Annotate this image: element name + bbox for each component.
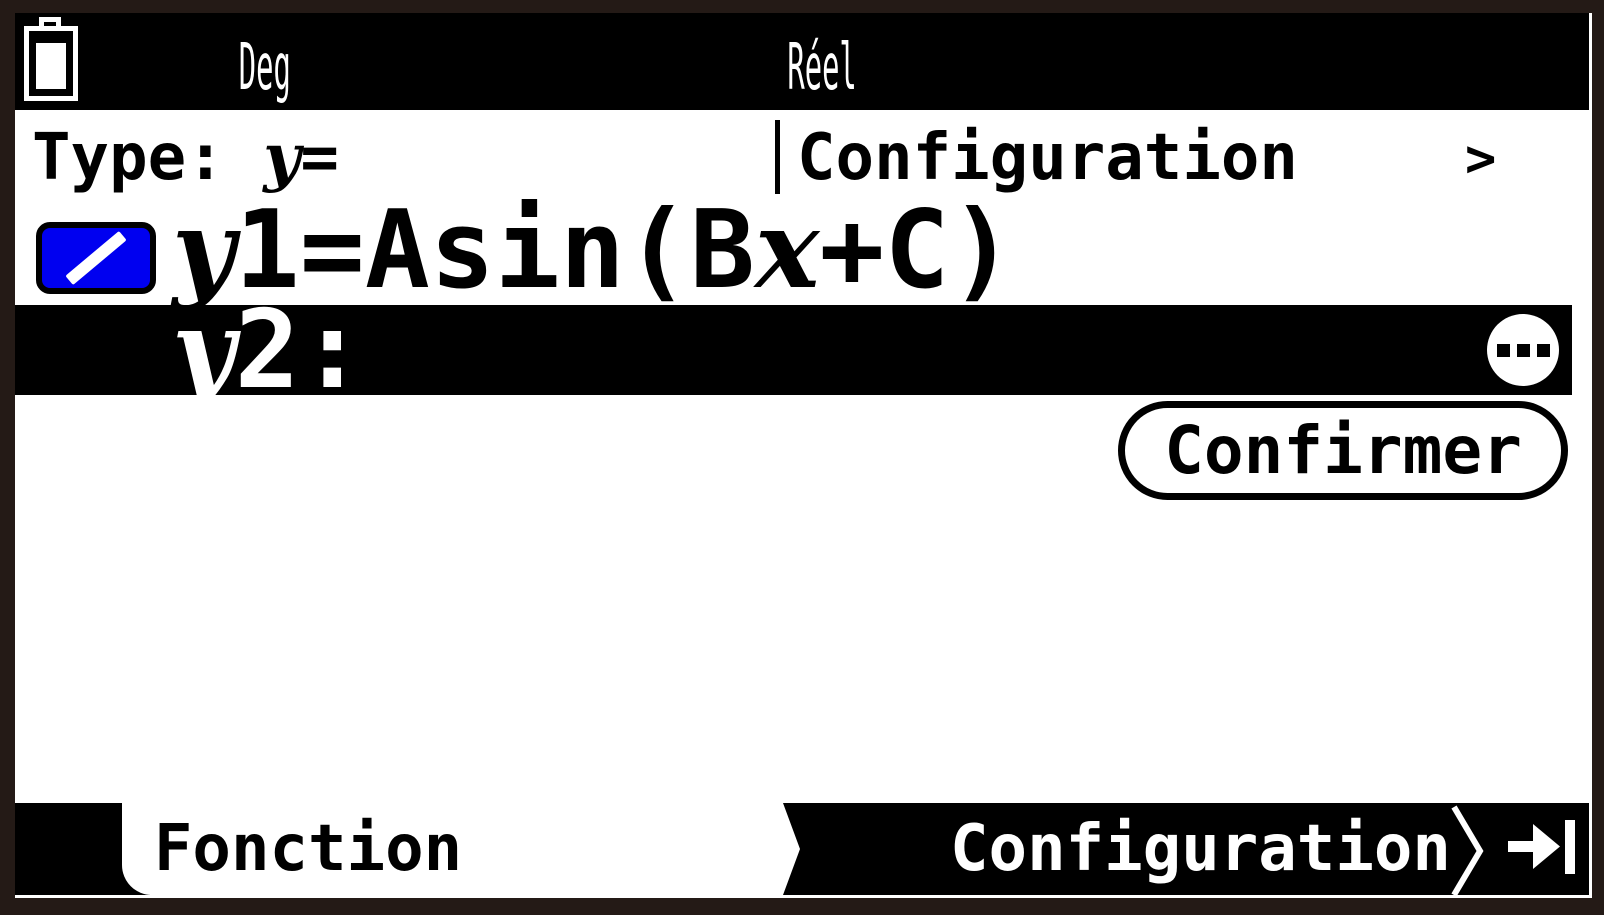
tab-fonction[interactable]	[122, 803, 783, 895]
tab-configuration-label[interactable]: Configuration	[950, 812, 1451, 886]
number-format-indicator: Réel	[707, 31, 937, 105]
type-equals: =	[300, 121, 339, 195]
function-type-field[interactable]: Type: y=	[32, 118, 339, 198]
tab-fonction-label[interactable]: Fonction	[153, 812, 463, 886]
chevron-right-icon	[1451, 805, 1484, 897]
y1-var: y	[172, 187, 235, 313]
function-row-y2-selected[interactable]: y2:	[15, 296, 1572, 405]
tab-configuration[interactable]	[783, 803, 1589, 895]
ellipsis-icon[interactable]	[1487, 314, 1559, 386]
line-style-slash-icon[interactable]	[36, 222, 156, 294]
y2-colon: :	[299, 288, 365, 413]
status-bar: Deg Réel	[15, 13, 1589, 110]
function-y1-expression[interactable]: y1=Asin(Bx+C)	[172, 196, 1014, 305]
y1-index: 1	[234, 188, 300, 313]
y1-expr-var-x: x	[754, 187, 820, 313]
battery-icon	[24, 17, 78, 101]
arrow-to-bar-icon[interactable]	[1508, 817, 1576, 877]
header-divider	[775, 120, 780, 194]
confirm-button-label: Confirmer	[1164, 412, 1522, 489]
function-y2-expression: y2:	[172, 296, 365, 405]
y1-expr-pre: =Asin(B	[299, 188, 755, 313]
y2-index: 2	[234, 288, 300, 413]
angle-unit-label: Deg	[238, 31, 292, 105]
y2-var: y	[172, 287, 235, 413]
confirm-button[interactable]: Confirmer	[1118, 401, 1568, 500]
configuration-menu-label: Configuration	[797, 121, 1298, 195]
type-var-y: y	[263, 120, 301, 195]
angle-unit-indicator: Deg	[150, 31, 380, 105]
chevron-right-icon: >	[1465, 129, 1497, 189]
number-format-label: Réel	[787, 31, 857, 105]
y1-expr-post: +C)	[819, 188, 1015, 313]
type-label: Type:	[32, 121, 225, 195]
configuration-menu-item[interactable]: Configuration	[797, 118, 1298, 198]
